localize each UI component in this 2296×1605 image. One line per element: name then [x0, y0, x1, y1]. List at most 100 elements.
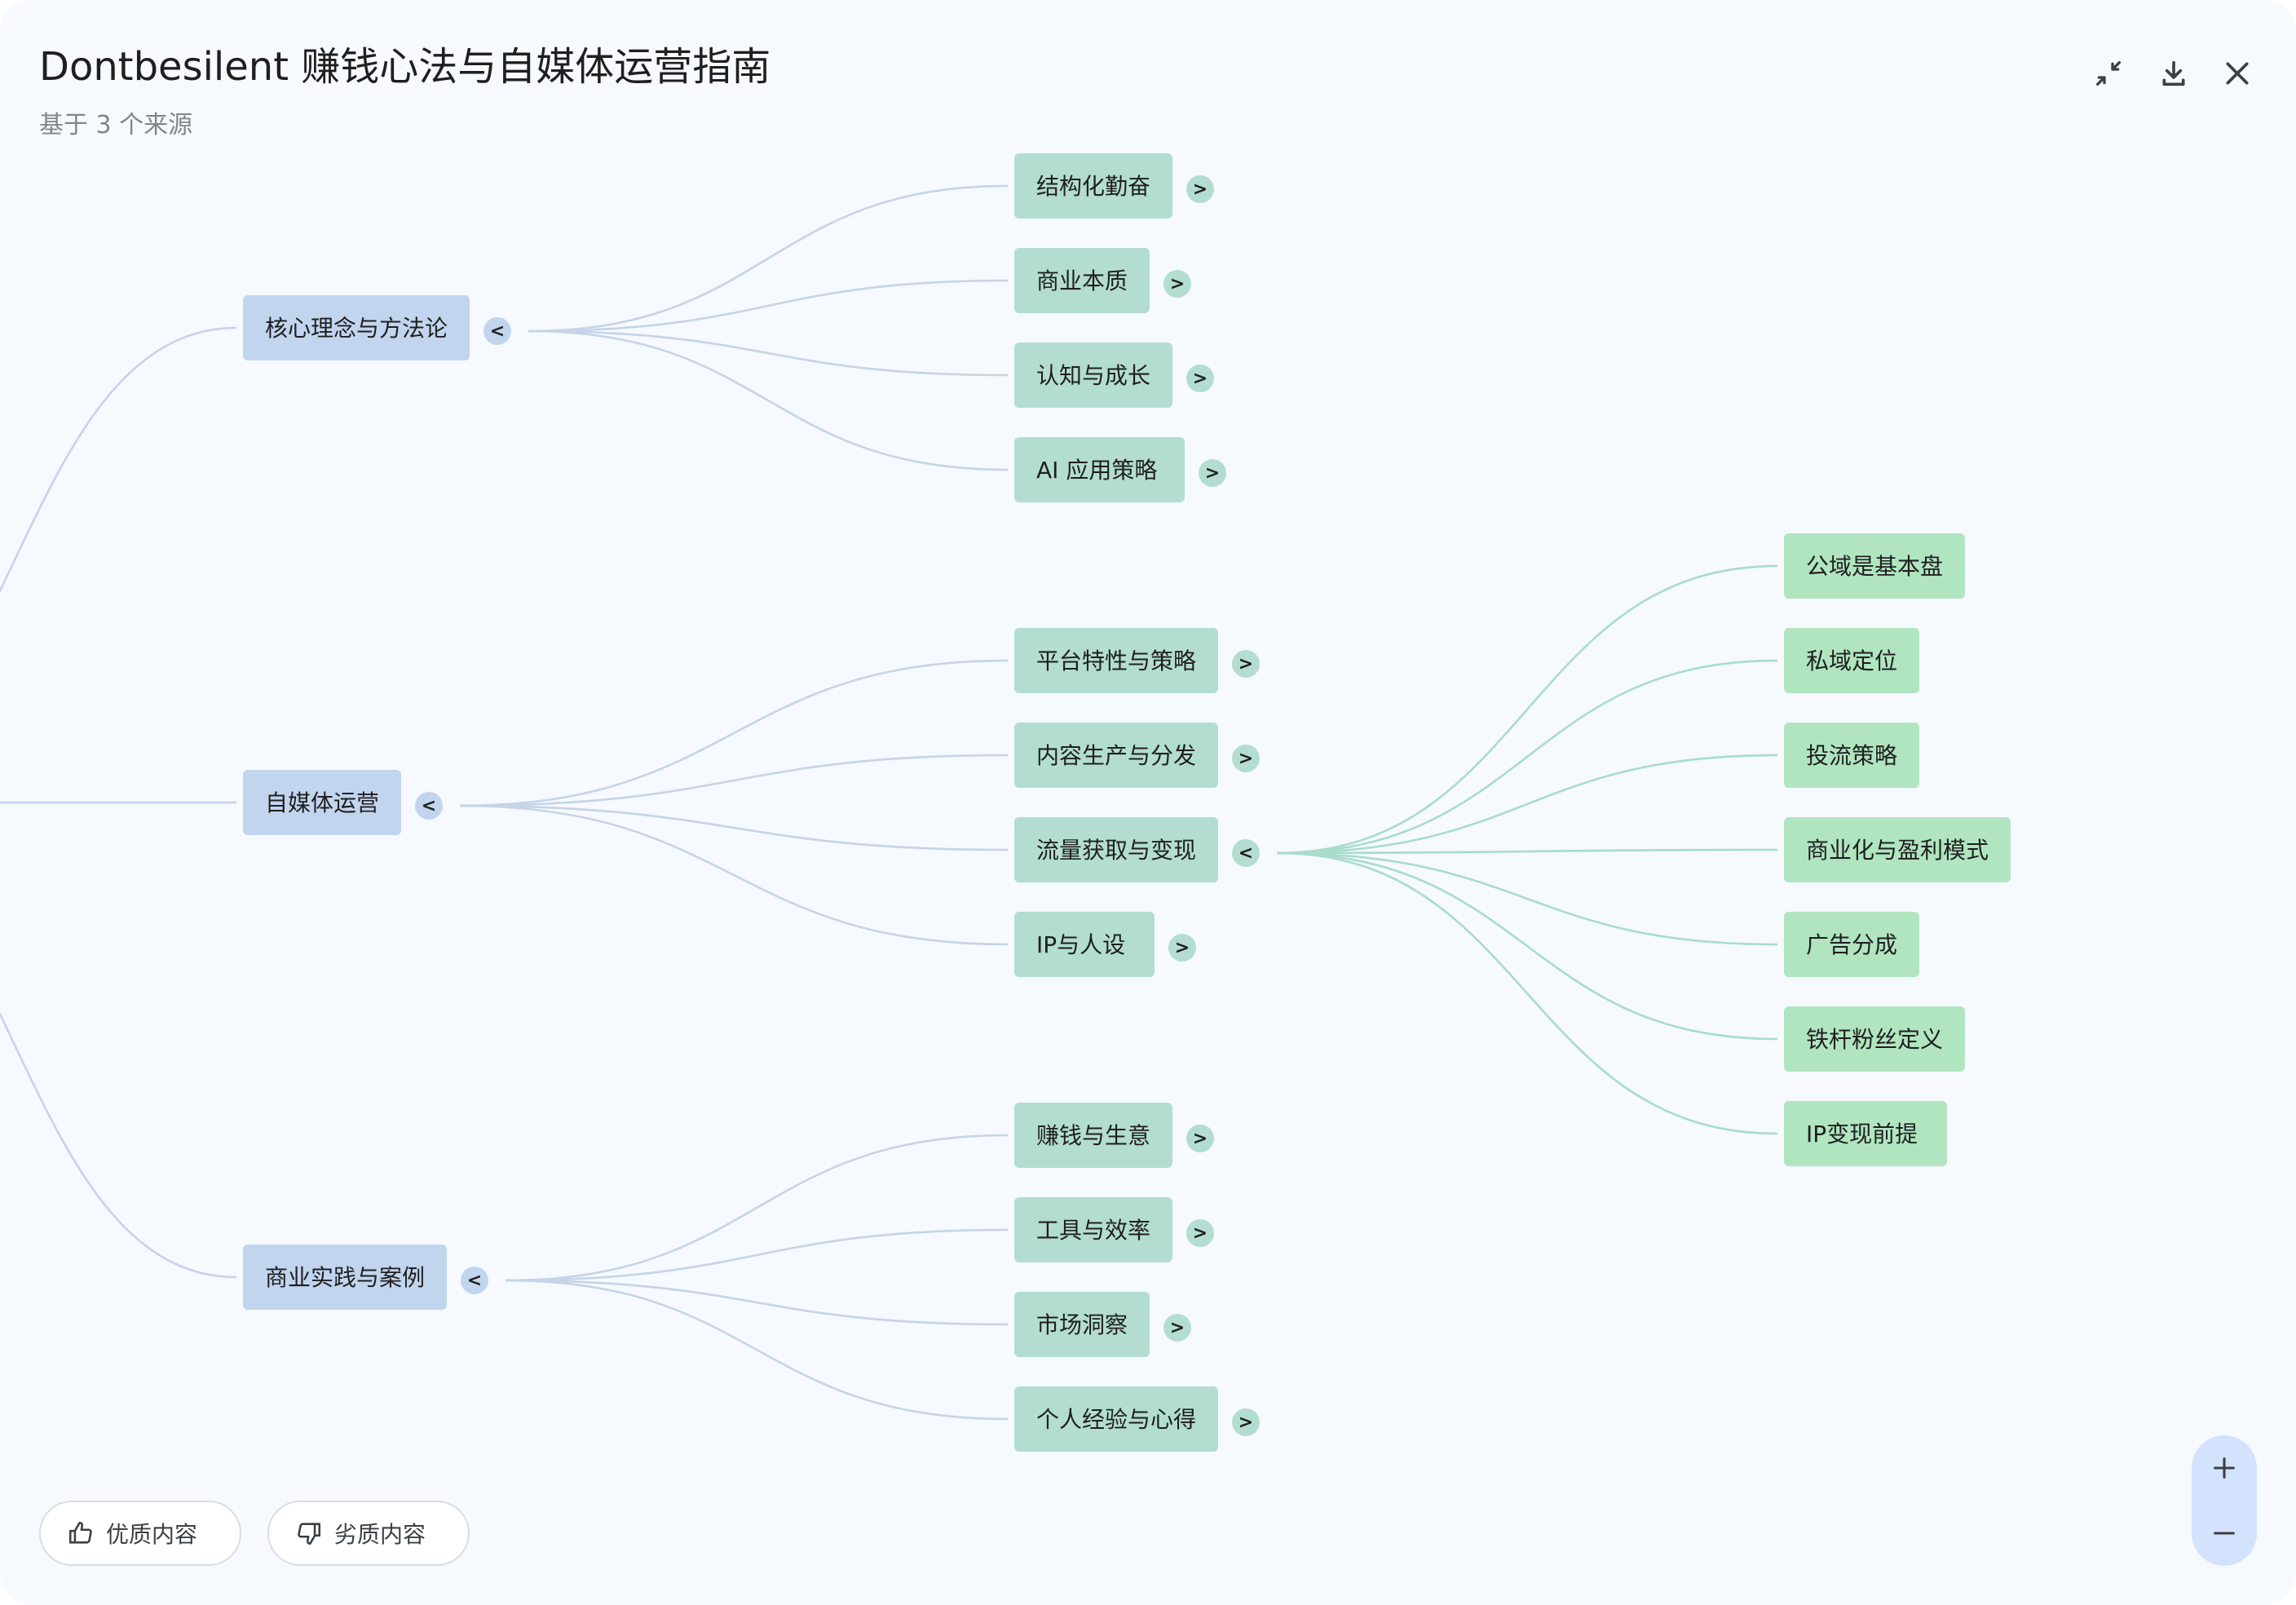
edge-2-3-7	[1276, 851, 1778, 1135]
topic-toggle-3-2-glyph: >	[1193, 1223, 1208, 1244]
bad-content-button[interactable]: 劣质内容	[267, 1501, 470, 1566]
zoom-in-button[interactable]	[2192, 1435, 2257, 1501]
edge-2-3-5	[1276, 851, 1778, 946]
topic-toggle-3-4-circle	[1232, 1408, 1260, 1436]
subtopic-node-5-label: 广告分成	[1806, 931, 1897, 958]
download-button[interactable]	[2148, 47, 2200, 99]
topic-node-2-1-box	[1014, 628, 1218, 693]
topic-node-3-4[interactable]: 个人经验与心得	[1014, 1386, 1218, 1452]
topic-node-3-1[interactable]: 赚钱与生意	[1014, 1103, 1172, 1168]
subtopic-node-5[interactable]: 广告分成	[1784, 912, 1919, 977]
topic-toggle-1-1[interactable]: >	[1186, 175, 1214, 203]
topic-node-3-2-box	[1014, 1197, 1172, 1262]
topic-node-3-2[interactable]: 工具与效率	[1014, 1197, 1172, 1262]
subtopic-node-5-box	[1784, 912, 1919, 977]
topic-toggle-1-1-circle	[1186, 175, 1214, 203]
nodes: 核心理念与方法论 < 结构化勤奋 > 商业本质 > 认知与成长 > AI 应用策略 > 自媒体运营 <…	[243, 153, 2011, 1452]
topic-node-3-3-box	[1014, 1292, 1150, 1357]
topic-toggle-1-2[interactable]: >	[1163, 270, 1191, 298]
edge-2-3-1	[1276, 564, 1778, 855]
edge-2-3-6	[1276, 851, 1778, 1041]
topic-node-3-4-box	[1014, 1386, 1218, 1452]
subtopic-node-6[interactable]: 铁杆粉丝定义	[1784, 1006, 1965, 1072]
branch-node-1-label: 核心理念与方法论	[265, 315, 448, 342]
topic-toggle-2-4-circle	[1168, 934, 1196, 962]
topic-node-1-1[interactable]: 结构化勤奋	[1014, 153, 1172, 219]
topic-toggle-2-4[interactable]: >	[1168, 934, 1196, 962]
topic-node-1-4-box	[1014, 437, 1185, 502]
zoom-out-button[interactable]	[2192, 1501, 2257, 1566]
root-edge-1	[0, 326, 237, 594]
topic-node-2-4-label: IP与人设	[1036, 931, 1125, 958]
topic-toggle-2-1-circle	[1232, 650, 1260, 678]
branch-toggle-2[interactable]: <	[415, 792, 443, 820]
topic-node-2-3[interactable]: 流量获取与变现	[1014, 817, 1218, 882]
close-icon	[2226, 62, 2249, 85]
topic-toggle-1-4[interactable]: >	[1199, 459, 1226, 487]
thumbs-down-icon	[298, 1523, 321, 1545]
topic-node-2-4[interactable]: IP与人设	[1014, 912, 1155, 977]
branch-node-1[interactable]: 核心理念与方法论	[243, 295, 470, 360]
topic-toggle-2-4-glyph: >	[1175, 938, 1190, 958]
edge-2-3	[459, 804, 1009, 851]
edge-2-4	[459, 804, 1009, 946]
topic-toggle-3-1[interactable]: >	[1186, 1125, 1214, 1152]
topic-toggle-2-2-glyph: >	[1239, 749, 1253, 769]
topic-toggle-2-2-circle	[1232, 745, 1260, 772]
collapse-button[interactable]	[2082, 47, 2135, 99]
topic-toggle-1-3[interactable]: >	[1186, 365, 1214, 392]
subtopic-node-4[interactable]: 商业化与盈利模式	[1784, 817, 2011, 882]
edge-3-4	[505, 1279, 1009, 1421]
topic-node-3-3[interactable]: 市场洞察	[1014, 1292, 1150, 1357]
edge-3-2	[505, 1228, 1009, 1282]
topic-toggle-1-4-glyph: >	[1205, 463, 1220, 484]
good-content-button[interactable]: 优质内容	[39, 1501, 241, 1566]
topic-toggle-3-4[interactable]: >	[1232, 1408, 1260, 1436]
subtopic-node-3[interactable]: 投流策略	[1784, 723, 1919, 788]
topic-toggle-3-3[interactable]: >	[1163, 1314, 1191, 1342]
topic-node-1-2[interactable]: 商业本质	[1014, 248, 1150, 313]
topic-toggle-2-3-glyph: <	[1239, 843, 1253, 864]
branch-toggle-2-circle	[415, 792, 443, 820]
minus-icon	[2214, 1532, 2235, 1535]
topic-toggle-2-3-circle	[1232, 839, 1260, 867]
branch-toggle-1-circle	[483, 317, 511, 345]
topic-toggle-3-3-glyph: >	[1170, 1318, 1185, 1338]
topic-toggle-2-2[interactable]: >	[1232, 745, 1260, 772]
branch-toggle-1[interactable]: <	[483, 317, 511, 345]
topic-node-1-4[interactable]: AI 应用策略	[1014, 437, 1185, 502]
download-icon	[2162, 60, 2185, 86]
plus-icon	[2214, 1457, 2235, 1479]
topic-toggle-1-1-glyph: >	[1193, 179, 1208, 200]
close-button[interactable]	[2211, 47, 2263, 99]
edge-2-1	[459, 659, 1009, 807]
branch-toggle-3-glyph: <	[467, 1271, 482, 1291]
topic-toggle-2-1[interactable]: >	[1232, 650, 1260, 678]
edge-1-3	[528, 329, 1009, 377]
topic-node-3-4-label: 个人经验与心得	[1036, 1406, 1196, 1433]
subtopic-node-1[interactable]: 公域是基本盘	[1784, 533, 1965, 599]
subtopic-node-2[interactable]: 私域定位	[1784, 628, 1919, 693]
subtopic-node-7[interactable]: IP变现前提	[1784, 1101, 1947, 1166]
branch-node-2-box	[243, 770, 401, 835]
topic-toggle-3-2[interactable]: >	[1186, 1219, 1214, 1247]
topic-toggle-2-3[interactable]: <	[1232, 839, 1260, 867]
edges	[0, 184, 1778, 1421]
branch-node-2[interactable]: 自媒体运营	[243, 770, 401, 835]
zoom-control	[2192, 1435, 2257, 1566]
topic-node-2-3-label: 流量获取与变现	[1036, 837, 1196, 864]
branch-node-3[interactable]: 商业实践与案例	[243, 1245, 447, 1310]
branch-toggle-2-glyph: <	[422, 796, 436, 816]
page-title: Dontbesilent 赚钱心法与自媒体运营指南	[39, 44, 771, 90]
topic-node-2-1[interactable]: 平台特性与策略	[1014, 628, 1218, 693]
branch-toggle-3[interactable]: <	[461, 1267, 488, 1294]
topic-node-2-2[interactable]: 内容生产与分发	[1014, 723, 1218, 788]
topic-toggle-1-2-circle	[1163, 270, 1191, 298]
topic-node-1-3[interactable]: 认知与成长	[1014, 343, 1172, 408]
subtopic-node-2-box	[1784, 628, 1919, 693]
topic-node-3-1-box	[1014, 1103, 1172, 1168]
edge-3-3	[505, 1279, 1009, 1326]
branch-node-3-box	[243, 1245, 447, 1310]
topic-toggle-1-3-circle	[1186, 365, 1214, 392]
